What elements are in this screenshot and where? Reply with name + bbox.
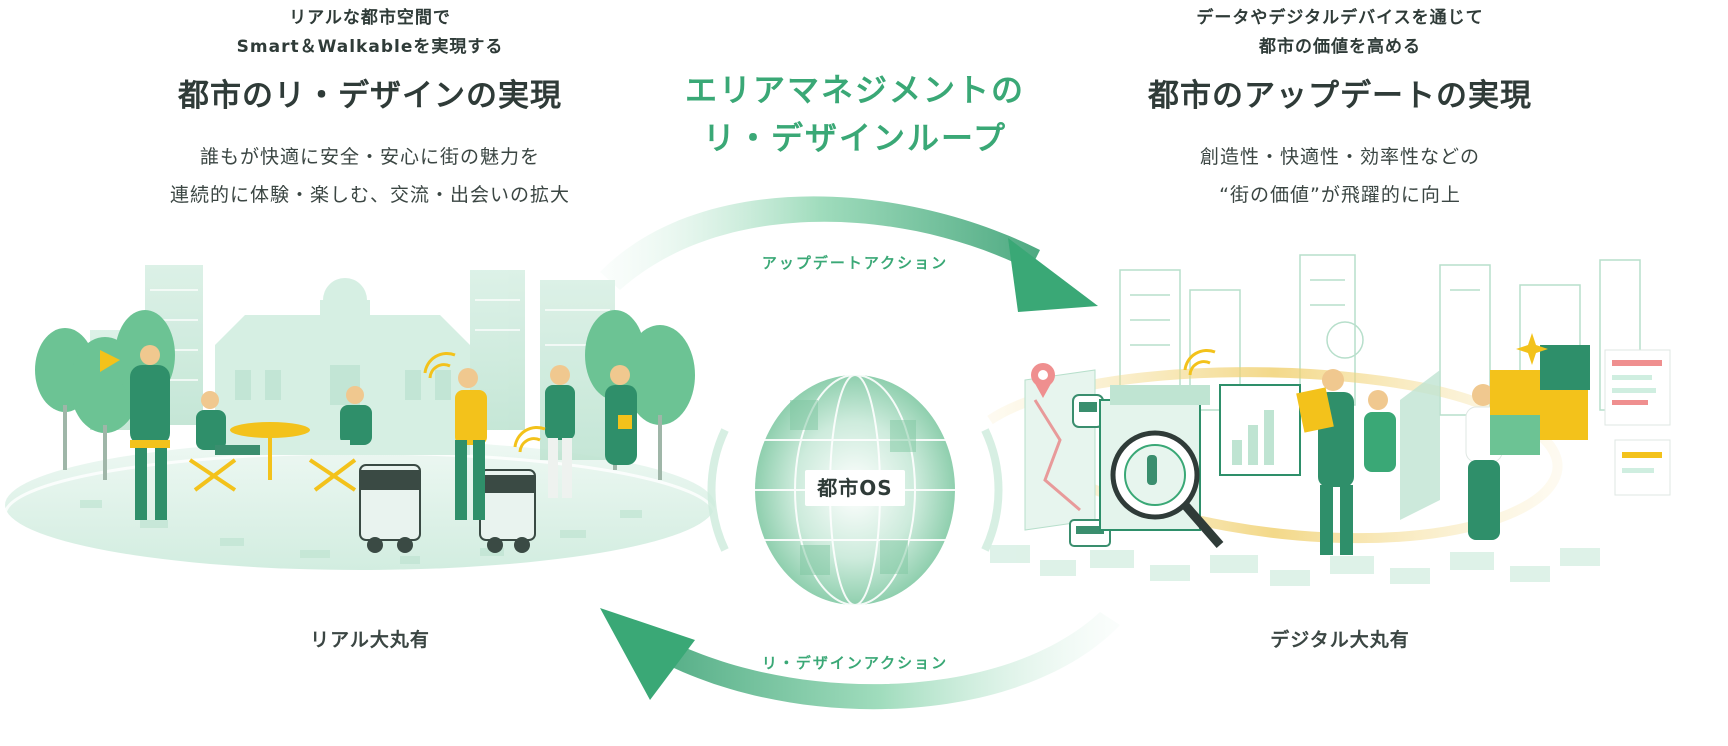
right-subheading-line2: 都市の価値を高める xyxy=(1259,37,1421,57)
os-label-wrap: 都市OS xyxy=(805,470,905,506)
right-desc-line2: “街の価値”が飛躍的に向上 xyxy=(1219,184,1461,206)
cycle-arrow-icon xyxy=(600,196,1120,710)
left-desc-line1: 誰もが快適に安全・安心に街の魅力を xyxy=(199,146,540,168)
puzzle-icon xyxy=(1490,333,1590,455)
loop-title-line1: エリアマネジメントの xyxy=(684,71,1025,109)
redesign-action-label: リ・デザインアクション xyxy=(761,654,949,672)
train-icon xyxy=(1072,394,1104,428)
update-action-label: アップデートアクション xyxy=(761,254,949,272)
right-area-label: デジタル大丸有 xyxy=(1270,629,1410,651)
right-desc-line1: 創造性・快適性・効率性などの xyxy=(1199,146,1480,168)
digital-city-illustration xyxy=(987,254,1671,586)
left-heading: 都市のリ・デザインの実現 xyxy=(178,78,562,114)
right-subheading-line1: データやデジタルデバイスを通じて xyxy=(1196,8,1484,28)
left-area-label: リアル大丸有 xyxy=(310,629,430,651)
wifi-icon xyxy=(1183,348,1216,376)
magnifier-icon xyxy=(1110,430,1224,548)
map-pin-icon xyxy=(1031,363,1055,398)
right-heading: 都市のアップデートの実現 xyxy=(1148,78,1532,114)
urban-os-label: 都市OS xyxy=(805,470,905,506)
city-illustration xyxy=(3,265,717,579)
wifi-icon xyxy=(423,351,546,453)
left-desc-line2: 連続的に体験・楽しむ、交流・出会いの拡大 xyxy=(169,184,570,206)
left-subheading-line2: Smart＆Walkableを実現する xyxy=(236,37,504,57)
loop-title-line2: リ・デザインループ xyxy=(702,119,1008,157)
left-subheading-line1: リアルな都市空間で xyxy=(289,8,451,28)
